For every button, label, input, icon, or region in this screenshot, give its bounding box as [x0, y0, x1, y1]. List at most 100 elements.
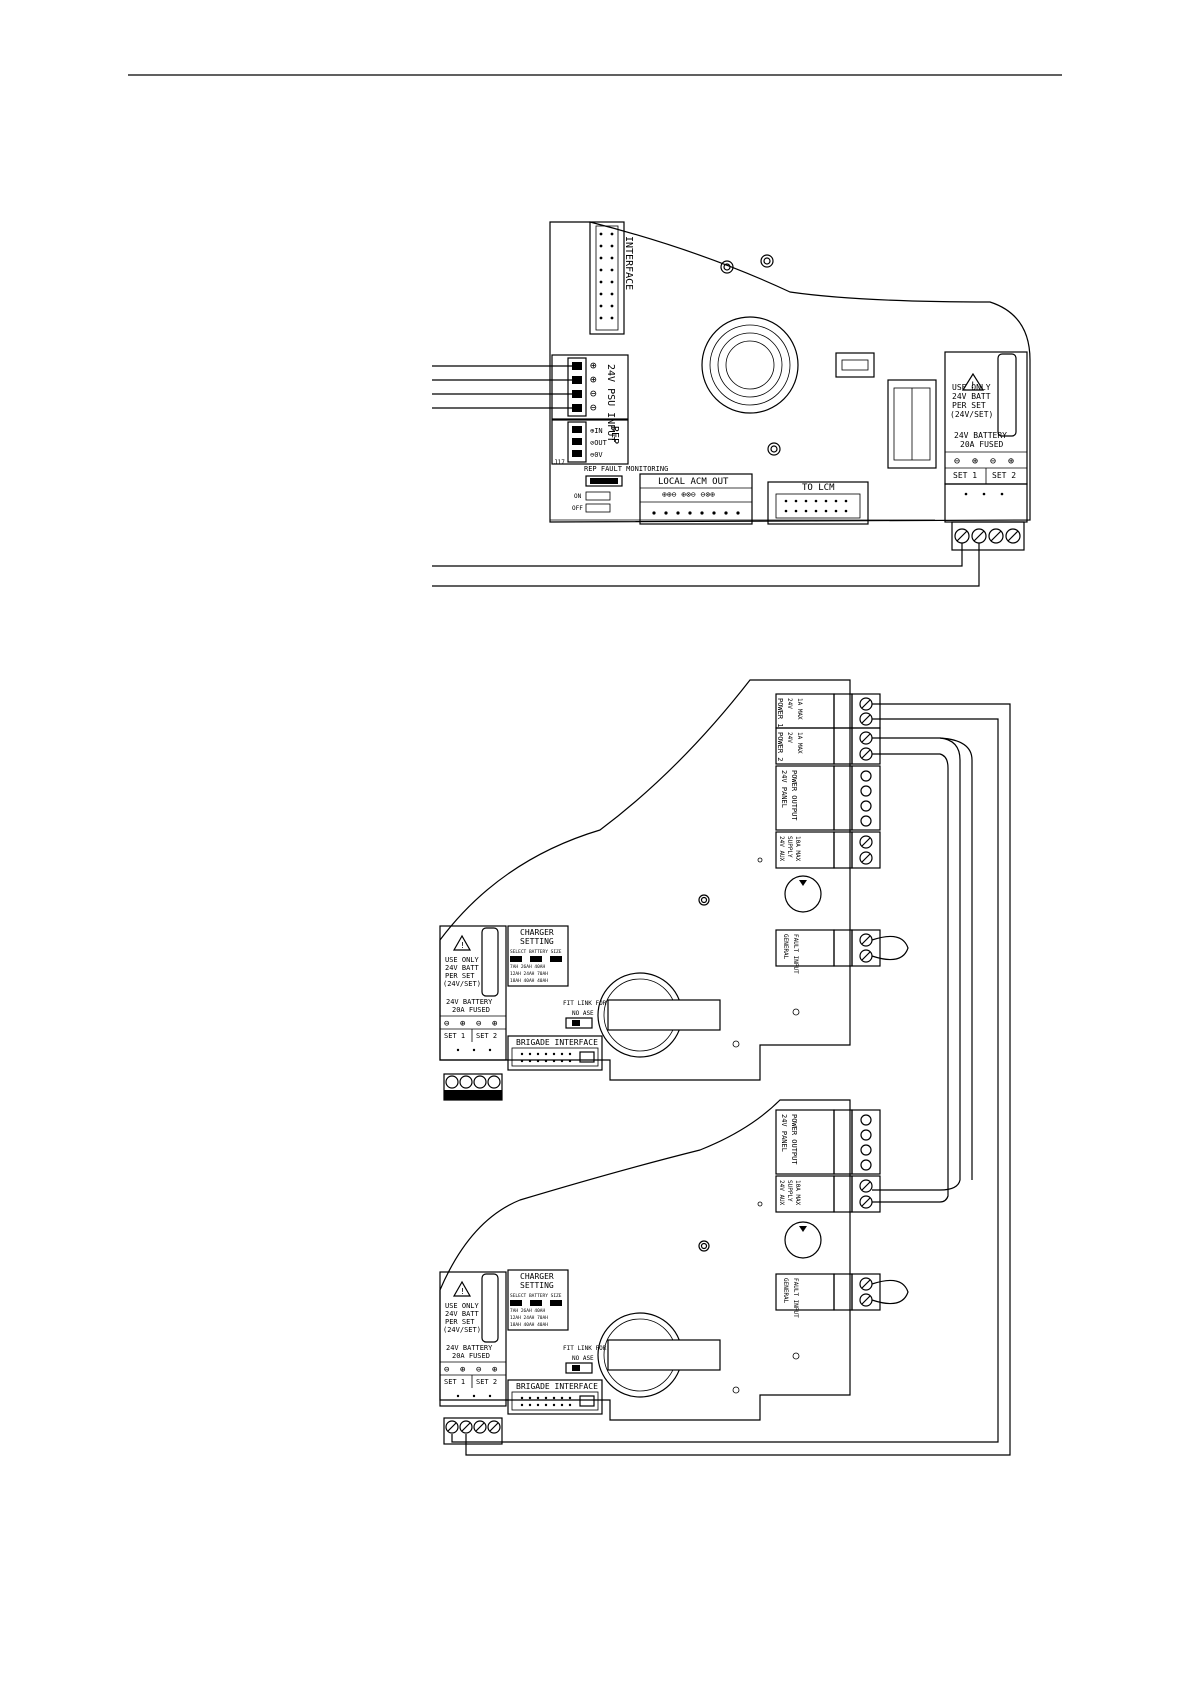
general-fault-input-terminal: GENERAL FAULT INPUT	[775, 929, 909, 974]
svg-text:POWER 1: POWER 1	[776, 698, 784, 728]
svg-text:1A MAX: 1A MAX	[796, 732, 803, 754]
svg-text:SELECT BATTERY SIZE: SELECT BATTERY SIZE	[510, 1293, 562, 1299]
top-control-board: INTERFACE ⊕ ⊕ ⊖ ⊖ 24V	[432, 221, 1031, 587]
svg-text:SETTING: SETTING	[520, 937, 554, 946]
svg-text:12AH 24AH 70AH: 12AH 24AH 70AH	[510, 1315, 548, 1321]
psu-board-2: 24V PANEL POWER OUTPUT 24V AUX SUPPLY 10…	[439, 1099, 909, 1445]
mounting-hole-icon	[720, 260, 734, 274]
svg-text:⊖: ⊖	[590, 387, 597, 400]
rep-terminal: ⊕IN ⊘OUT ⊖0V REP J17	[551, 419, 629, 466]
charger-setting-panel-2: CHARGER SETTING SELECT BATTERY SIZE 7AH …	[507, 1269, 569, 1331]
fuse-holder	[481, 927, 499, 997]
svg-text:⊕: ⊕	[460, 1019, 465, 1029]
svg-text:⊖: ⊖	[444, 1365, 449, 1375]
svg-text:⊖: ⊖	[990, 456, 996, 467]
svg-text:POWER OUTPUT: POWER OUTPUT	[790, 1114, 798, 1165]
svg-text:24V BATTERY: 24V BATTERY	[446, 1344, 493, 1352]
svg-text:SET 1: SET 1	[953, 471, 977, 480]
svg-text:J17: J17	[554, 459, 565, 466]
fit-link-jumper	[565, 1017, 593, 1029]
svg-text:⊕: ⊕	[590, 373, 597, 386]
svg-text:GENERAL: GENERAL	[782, 934, 789, 960]
svg-text:⊕: ⊕	[1008, 456, 1014, 467]
mounting-hole-icon	[698, 894, 710, 906]
svg-text:POWER OUTPUT: POWER OUTPUT	[790, 770, 798, 821]
inter-board-wiring	[451, 703, 1011, 1456]
svg-text:FAULT INPUT: FAULT INPUT	[792, 934, 799, 974]
svg-text:BRIGADE INTERFACE: BRIGADE INTERFACE	[516, 1038, 598, 1047]
svg-text:PER SET: PER SET	[445, 972, 475, 980]
rep-label: REP	[609, 426, 620, 444]
svg-text:PER SET: PER SET	[445, 1318, 475, 1326]
svg-text:10A MAX: 10A MAX	[794, 836, 801, 862]
capacitor-icon	[597, 1312, 721, 1398]
svg-text:GENERAL: GENERAL	[782, 1278, 789, 1304]
svg-text:24V: 24V	[786, 698, 793, 709]
panel-output-terminal-2: 24V PANEL POWER OUTPUT	[775, 1109, 881, 1175]
fit-link-jumper	[565, 1362, 593, 1374]
svg-text:24V BATT: 24V BATT	[952, 392, 991, 401]
svg-text:(24V/SET): (24V/SET)	[443, 1326, 481, 1334]
psu2-battery-connector: ! USE ONLY 24V BATT PER SET (24V/SET) 24…	[439, 1271, 507, 1445]
brigade-interface-connector-2: BRIGADE INTERFACE	[507, 1379, 603, 1415]
psu1-battery-connector: ! USE ONLY 24V BATT PER SET (24V/SET) 24…	[439, 925, 507, 1101]
interface-connector	[589, 221, 625, 335]
svg-text:24V PANEL: 24V PANEL	[780, 1114, 788, 1152]
svg-text:⊕: ⊕	[492, 1019, 497, 1029]
svg-text:18AH 40AH 40AH: 18AH 40AH 40AH	[510, 978, 548, 984]
svg-text:OFF: OFF	[572, 505, 583, 512]
svg-text:USE ONLY: USE ONLY	[952, 383, 991, 392]
svg-text:⊖: ⊖	[954, 456, 960, 467]
buzzer-icon	[701, 316, 799, 414]
aux-supply-terminal: 24V AUX SUPPLY 10A MAX	[775, 831, 881, 869]
capacitor-icon	[597, 972, 721, 1058]
warning-icon: !	[452, 1280, 472, 1297]
screw-terminal-icon	[445, 1420, 501, 1434]
link-wire-loop	[871, 935, 909, 961]
svg-text:⊖: ⊖	[590, 401, 597, 414]
svg-text:20A FUSED: 20A FUSED	[452, 1006, 490, 1014]
mounting-hole-icon	[760, 254, 774, 268]
svg-text:SET 2: SET 2	[992, 471, 1016, 480]
fuse-holder	[481, 1273, 499, 1343]
fuse-holder	[997, 353, 1017, 437]
psu-input-label: 24V PSU INPUT	[605, 364, 616, 442]
svg-text:FAULT INPUT: FAULT INPUT	[792, 1278, 799, 1318]
buzzer-icon	[784, 875, 822, 913]
general-fault-input-terminal-2: GENERAL FAULT INPUT	[775, 1273, 909, 1318]
svg-text:NO ASE: NO ASE	[572, 1010, 594, 1017]
buzzer-icon	[784, 1221, 822, 1259]
svg-text:⊖: ⊖	[444, 1019, 449, 1029]
svg-text:!: !	[460, 941, 465, 950]
rep-fault-jumper	[585, 475, 623, 487]
svg-text:24V AUX: 24V AUX	[778, 1180, 785, 1206]
top-board-outline	[549, 221, 1031, 523]
psu-input-wires	[432, 365, 572, 409]
charger-setting-panel: CHARGER SETTING SELECT BATTERY SIZE 7AH …	[507, 925, 569, 987]
power-output-1-terminal: POWER 1 24V 1A MAX	[775, 693, 881, 729]
svg-text:24V BATTERY: 24V BATTERY	[446, 998, 493, 1006]
screw-terminal-icon	[954, 528, 1021, 544]
svg-text:(24V/SET): (24V/SET)	[950, 410, 993, 419]
svg-text:NO ASE: NO ASE	[572, 1355, 594, 1362]
panel-output-terminal: 24V PANEL POWER OUTPUT	[775, 765, 881, 831]
svg-text:12AH 24AH 70AH: 12AH 24AH 70AH	[510, 971, 548, 977]
svg-text:SUPPLY: SUPPLY	[786, 1180, 793, 1202]
svg-text:SETTING: SETTING	[520, 1281, 554, 1290]
to-lcm-connector: TO LCM	[767, 481, 869, 525]
svg-text:FIT LINK FOR: FIT LINK FOR	[563, 1000, 607, 1007]
mounting-hole-icon	[698, 1240, 710, 1252]
warning-icon: !	[961, 372, 985, 391]
svg-text:SELECT BATTERY SIZE: SELECT BATTERY SIZE	[510, 949, 562, 955]
battery-fuse-holder	[887, 379, 937, 469]
svg-text:18AH 40AH 40AH: 18AH 40AH 40AH	[510, 1322, 548, 1328]
svg-text:7AH 26AH 40AH: 7AH 26AH 40AH	[510, 1308, 546, 1314]
svg-text:20A FUSED: 20A FUSED	[960, 440, 1004, 449]
mounting-hole-icon	[767, 442, 781, 456]
svg-text:(24V/SET): (24V/SET)	[443, 980, 481, 988]
psu-board-1: POWER 1 24V 1A MAX POWER 2 24V 1A MAX 24…	[439, 679, 909, 1101]
aux-supply-terminal-2: 24V AUX SUPPLY 10A MAX	[775, 1175, 881, 1213]
svg-text:SET 2: SET 2	[476, 1032, 497, 1040]
svg-text:TO LCM: TO LCM	[802, 483, 835, 493]
